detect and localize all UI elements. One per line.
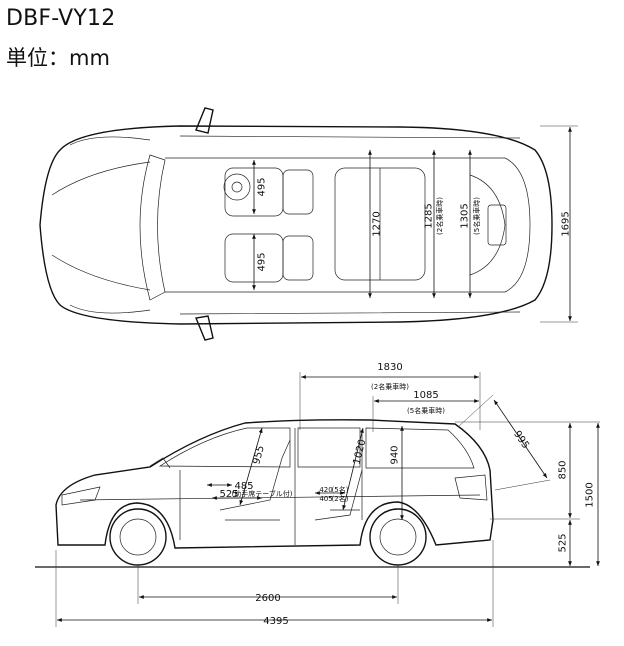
side-length-2p-note: (2名乗車時) <box>371 382 409 391</box>
top-overall-width: 1695 <box>561 211 572 236</box>
top-view-car <box>39 107 553 341</box>
top-width-5p: 1305 <box>460 203 471 228</box>
side-view-car <box>35 419 590 568</box>
side-rear-seat-b-note: (2名) <box>332 494 349 503</box>
top-view-dimensions <box>252 125 578 323</box>
top-width-2p: 1285 <box>424 203 435 228</box>
side-gate-height: 850 <box>558 460 569 479</box>
top-cabin-width: 1270 <box>372 211 383 236</box>
side-overall-length: 4395 <box>263 616 288 627</box>
side-length-5p-note: (5名乗車時) <box>407 406 445 415</box>
side-length-2p: 1830 <box>377 362 402 373</box>
side-rear-seat-a-note: (5名) <box>332 485 349 494</box>
model-code: DBF-VY12 <box>6 6 116 31</box>
side-front-headroom: 955 <box>251 444 267 465</box>
side-gate-opening: 995 <box>511 429 531 451</box>
side-interior-height: 940 <box>390 445 401 464</box>
side-seat-depth-2-note: (助手席テーブル付) <box>231 489 292 498</box>
top-front-seat-width: 495 <box>257 177 268 196</box>
side-overall-height: 1500 <box>585 482 596 507</box>
side-ground-clearance: 525 <box>558 533 569 552</box>
side-rear-seat-a: 420 <box>319 486 332 494</box>
side-rear-seat-b: 405 <box>319 495 332 503</box>
top-rear-seat-width: 495 <box>257 252 268 271</box>
top-width-2p-note: (2名乗車時) <box>435 197 444 235</box>
side-view-dimensions <box>55 372 600 627</box>
side-seat-depth: 485 <box>234 481 253 492</box>
top-width-5p-note: (5名乗車時) <box>472 197 481 235</box>
side-length-5p: 1085 <box>413 390 438 401</box>
unit-label: 単位：mm <box>6 46 110 70</box>
side-wheelbase: 2600 <box>255 593 280 604</box>
side-seat-depth-2: 525 <box>219 489 238 500</box>
